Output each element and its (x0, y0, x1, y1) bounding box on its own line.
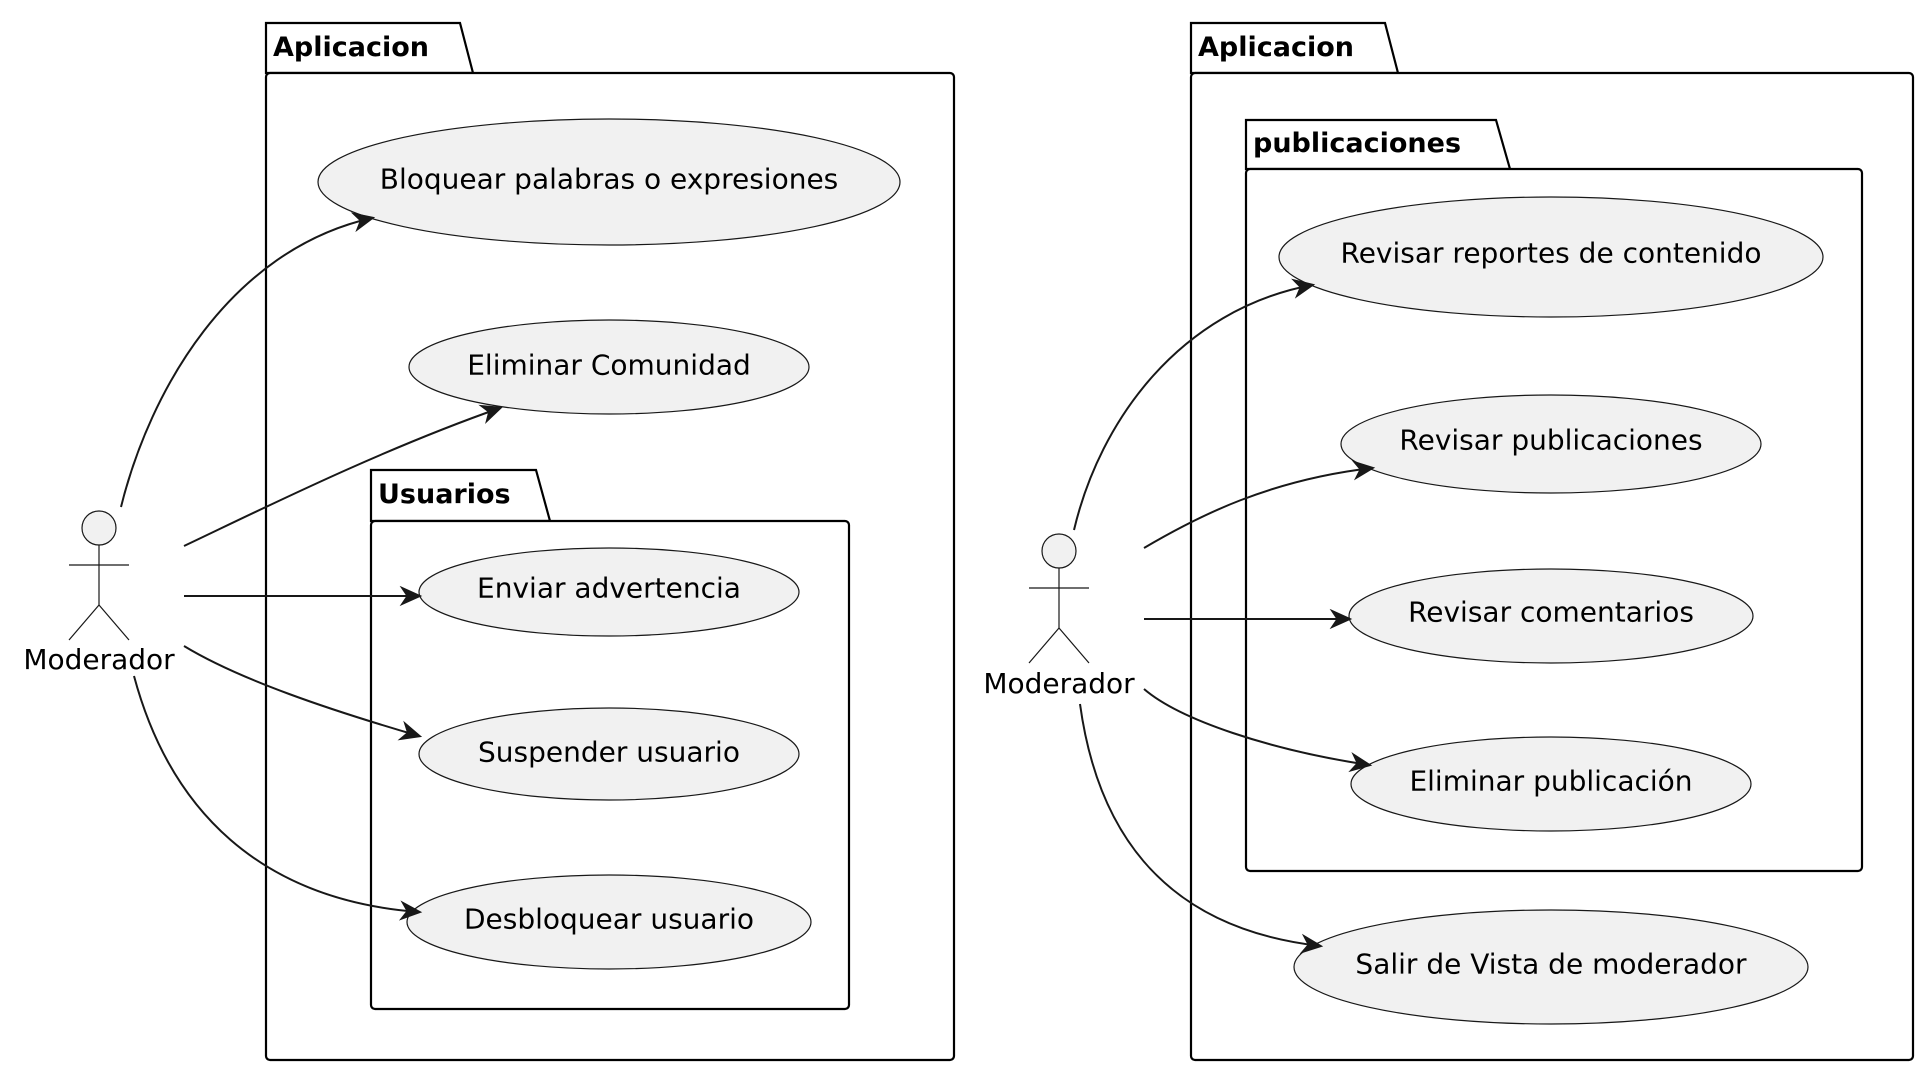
use-case-ellipse (418, 707, 800, 801)
use-case: Revisar comentarios (1348, 568, 1754, 664)
use-case-ellipse (406, 874, 812, 970)
actor-label: Moderador (983, 667, 1135, 700)
actor-head (81, 510, 117, 546)
use-case-ellipse (1293, 909, 1809, 1025)
use-case-ellipse (317, 118, 901, 246)
use-case: Bloquear palabras o expresiones (317, 118, 901, 246)
actor-leg (1028, 627, 1060, 664)
association-arrow (120, 212, 376, 508)
use-case: Salir de Vista de moderador (1293, 909, 1809, 1025)
association-arrow (133, 675, 423, 921)
use-case-ellipse (408, 319, 810, 415)
use-case: Revisar publicaciones (1340, 394, 1762, 494)
right-subpackage: publicaciones (1244, 118, 1864, 873)
right-subpackage-frame (1244, 167, 1864, 873)
right-subpackage-title: publicaciones (1253, 128, 1461, 159)
use-case: Eliminar publicación (1350, 736, 1752, 832)
actor-label: Moderador (23, 643, 175, 676)
use-case-label: Bloquear palabras o expresiones (380, 163, 839, 196)
association-arrow (1143, 460, 1376, 549)
left-diagram: Aplicacion Usuarios Bloquear palabras o … (23, 21, 956, 1062)
use-case: Suspender usuario (418, 707, 800, 801)
association-arrow (1079, 703, 1324, 954)
use-case-label: Revisar reportes de contenido (1341, 237, 1762, 270)
use-case-label: Revisar comentarios (1408, 596, 1694, 629)
use-case-label: Revisar publicaciones (1399, 424, 1702, 457)
use-case-label: Suspender usuario (478, 736, 740, 769)
actor: Moderador (983, 533, 1135, 700)
right-diagram: Aplicacion publicaciones Revisar reporte… (983, 21, 1915, 1062)
actor-head (1041, 533, 1077, 569)
use-case: Eliminar Comunidad (408, 319, 810, 415)
use-case-ellipse (1340, 394, 1762, 494)
use-case-label: Eliminar Comunidad (467, 349, 751, 382)
use-case: Enviar advertencia (418, 547, 800, 637)
association-arrow (1073, 278, 1316, 531)
use-case-label: Eliminar publicación (1409, 765, 1692, 798)
use-case: Revisar reportes de contenido (1278, 196, 1824, 318)
use-case-label: Salir de Vista de moderador (1355, 948, 1747, 981)
right-package-title: Aplicacion (1198, 32, 1354, 63)
association-arrow (183, 645, 423, 741)
left-subpackage-title: Usuarios (378, 479, 511, 510)
actor-leg (98, 604, 130, 641)
use-case: Desbloquear usuario (406, 874, 812, 970)
use-case-label: Desbloquear usuario (464, 903, 754, 936)
use-case-label: Enviar advertencia (477, 572, 741, 605)
association-arrow (183, 404, 504, 547)
actor-leg (68, 604, 100, 641)
actor-leg (1058, 627, 1090, 664)
association-arrow (1143, 688, 1373, 773)
left-package-title: Aplicacion (273, 32, 429, 63)
actor: Moderador (23, 510, 175, 676)
use-case-ellipse (1350, 736, 1752, 832)
use-case-ellipse (1278, 196, 1824, 318)
